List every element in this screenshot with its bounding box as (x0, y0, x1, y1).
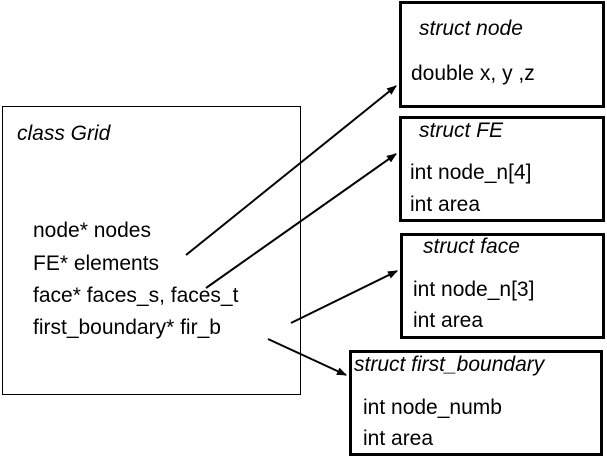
struct-first-boundary-field-2: int area (363, 427, 434, 450)
arrow-nodes-to-node (185, 85, 397, 256)
member-faces: face* faces_s, faces_t (33, 284, 239, 307)
member-fir-b: first_boundary* fir_b (33, 316, 221, 339)
member-elements: FE* elements (33, 252, 160, 275)
arrow-fir-b-to-first-boundary (267, 338, 347, 376)
struct-fe-box (399, 116, 605, 222)
struct-face-field-2: int area (413, 309, 484, 332)
struct-node-field: double x, y ,z (411, 62, 535, 85)
class-grid-title: class Grid (17, 122, 111, 145)
struct-fe-title: struct FE (419, 119, 504, 142)
struct-node-box (399, 1, 605, 108)
struct-face-box (400, 233, 605, 339)
struct-face-title: struct face (423, 235, 520, 258)
struct-node-title: struct node (419, 17, 523, 40)
class-grid-box (2, 106, 301, 395)
arrow-elements-to-fe (205, 153, 397, 289)
struct-face-field-1: int node_n[3] (413, 278, 535, 301)
arrow-faces-to-face (290, 270, 398, 324)
struct-fe-field-1: int node_n[4] (410, 161, 532, 184)
struct-first-boundary-box (349, 350, 603, 456)
struct-first-boundary-field-1: int node_numb (363, 396, 502, 419)
struct-first-boundary-title: struct first_boundary (354, 353, 545, 376)
struct-fe-field-2: int area (410, 193, 481, 216)
member-nodes: node* nodes (33, 219, 151, 242)
